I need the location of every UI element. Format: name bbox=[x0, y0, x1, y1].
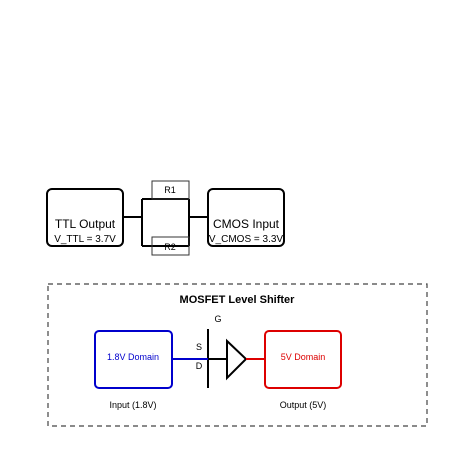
buffer-triangle-icon bbox=[226, 338, 248, 381]
mosfet-level-shifter-frame bbox=[47, 283, 428, 427]
resistor-r2 bbox=[151, 236, 190, 256]
mosfet-gate-label: G bbox=[214, 314, 221, 324]
input-caption: Input (1.8V) bbox=[109, 400, 156, 410]
cmos-input-title: CMOS Input bbox=[213, 217, 280, 231]
resistor-r1-label: R1 bbox=[164, 185, 176, 195]
output-caption: Output (5V) bbox=[280, 400, 327, 410]
ttl-output-title: TTL Output bbox=[55, 217, 116, 231]
mosfet-drain-label: D bbox=[196, 361, 203, 371]
cmos-input-voltage: V_CMOS = 3.3V bbox=[209, 234, 284, 245]
resistor-r1 bbox=[151, 180, 190, 200]
resistor-r2-label: R2 bbox=[164, 242, 176, 252]
mosfet-section-title: MOSFET Level Shifter bbox=[180, 294, 296, 306]
input-domain-label: 1.8V Domain bbox=[107, 352, 159, 362]
mosfet-source-label: S bbox=[196, 342, 202, 352]
output-domain-label: 5V Domain bbox=[281, 352, 326, 362]
ttl-output-voltage: V_TTL = 3.7V bbox=[54, 234, 116, 245]
